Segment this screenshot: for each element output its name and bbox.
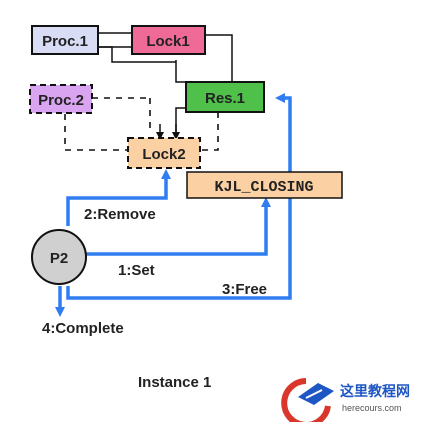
proc2-node: Proc.2	[29, 84, 93, 114]
watermark-site-name: 这里教程网	[340, 383, 410, 400]
lock2-label: Lock2	[142, 146, 185, 163]
res1-node: Res.1	[185, 81, 265, 113]
p2-node: P2	[31, 229, 87, 285]
lock2-node: Lock2	[127, 137, 201, 169]
complete-step-label: 4:Complete	[42, 320, 124, 337]
set-flow-line	[86, 197, 271, 256]
kjl-closing-label: KJL_CLOSING	[214, 179, 313, 196]
res1-label: Res.1	[205, 90, 245, 107]
free-flow-line	[66, 93, 292, 300]
lock1-node: Lock1	[131, 25, 206, 55]
lock1-label: Lock1	[146, 33, 189, 50]
lock2-connectors	[64, 97, 219, 151]
remove-step-label: 2:Remove	[84, 206, 156, 223]
lock1-connectors	[98, 32, 233, 150]
flow-lines	[55, 93, 292, 317]
remove-flow-line	[66, 169, 171, 226]
watermark-logo-icon	[281, 378, 334, 422]
p2-label: P2	[50, 250, 68, 267]
watermark: 这里教程网 herecours.com	[281, 378, 410, 422]
diagram-caption: Instance 1	[138, 374, 211, 391]
proc1-label: Proc.1	[42, 33, 88, 50]
free-step-label: 3:Free	[222, 281, 267, 298]
proc2-label: Proc.2	[38, 92, 84, 109]
set-step-label: 1:Set	[118, 262, 155, 279]
watermark-site-url: herecours.com	[342, 403, 402, 413]
kjl-closing-node: KJL_CLOSING	[186, 171, 343, 199]
proc1-node: Proc.1	[31, 25, 99, 55]
